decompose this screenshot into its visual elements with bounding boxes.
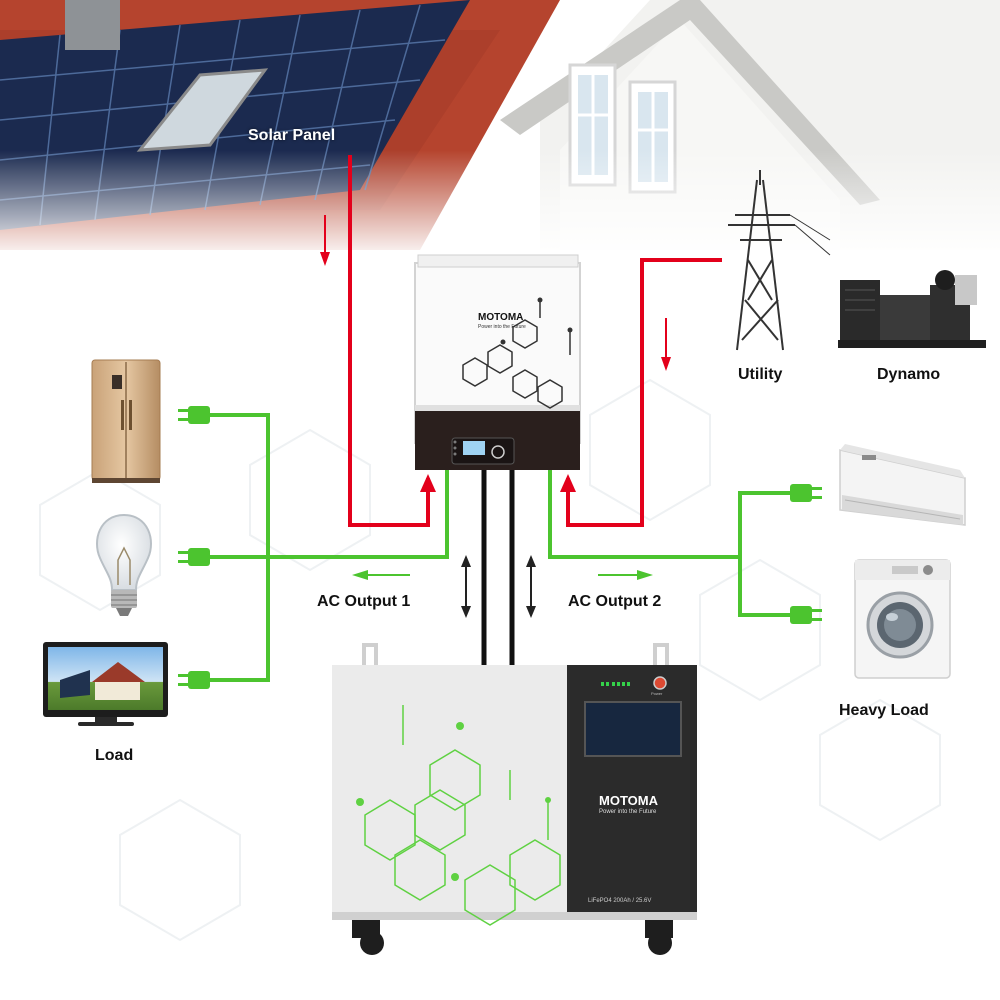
chimney xyxy=(65,0,120,50)
battery-unit xyxy=(332,643,697,955)
inverter-unit xyxy=(414,254,581,470)
solar-flow-arrow xyxy=(320,215,330,266)
load-label: Load xyxy=(95,747,134,764)
plug-icon-washer xyxy=(790,606,822,624)
battery-screen xyxy=(584,701,682,757)
battery-brand: MOTOMA xyxy=(599,793,658,808)
plug-icon-bulb xyxy=(178,548,210,566)
ac-output-1-flow-arrow xyxy=(352,570,410,580)
ac-output-1-line xyxy=(210,413,449,682)
heavy-load-label: Heavy Load xyxy=(839,702,929,719)
inverter-brand: MOTOMA xyxy=(478,312,524,323)
battery-power-label: Power xyxy=(651,691,663,696)
light-bulb-icon xyxy=(96,513,152,616)
solar-dc-line xyxy=(348,155,430,527)
battery-bidirectional-arrows xyxy=(461,555,536,618)
solar-panel-label: Solar Panel xyxy=(248,127,336,144)
power-button[interactable] xyxy=(653,676,667,690)
utility-label: Utility xyxy=(738,366,783,383)
washing-machine-icon xyxy=(854,559,951,679)
background-hexagons xyxy=(39,378,941,942)
utility-flow-arrow xyxy=(661,318,671,371)
ac-output-2-flow-arrow xyxy=(598,570,653,580)
battery-wheels xyxy=(352,920,673,955)
plug-icon-fridge xyxy=(178,406,210,424)
dynamo-generator-icon xyxy=(838,270,986,348)
air-conditioner-icon xyxy=(839,444,966,526)
battery-level-leds xyxy=(601,682,630,686)
television-icon xyxy=(43,642,168,726)
utility-input-arrowhead xyxy=(560,474,576,492)
ac-output-2-label: AC Output 2 xyxy=(568,593,662,610)
house-illustration xyxy=(0,0,1000,260)
battery-cables xyxy=(481,470,515,665)
utility-line xyxy=(566,258,722,527)
plug-icon-tv xyxy=(178,671,210,689)
inverter-tagline: Power into the Future xyxy=(478,324,526,330)
battery-tagline: Power into the Future xyxy=(599,809,657,815)
ac-output-2-line xyxy=(548,470,790,617)
ac-output-1-label: AC Output 1 xyxy=(317,593,411,610)
refrigerator-icon xyxy=(91,359,161,483)
utility-tower-icon xyxy=(728,170,831,351)
battery-spec: LiFePO4 200Ah / 25.6V xyxy=(588,898,652,904)
dynamo-label: Dynamo xyxy=(877,366,941,383)
battery-hex-pattern xyxy=(364,705,561,926)
plug-icon-ac xyxy=(790,484,822,502)
solar-input-arrowhead xyxy=(420,474,436,492)
